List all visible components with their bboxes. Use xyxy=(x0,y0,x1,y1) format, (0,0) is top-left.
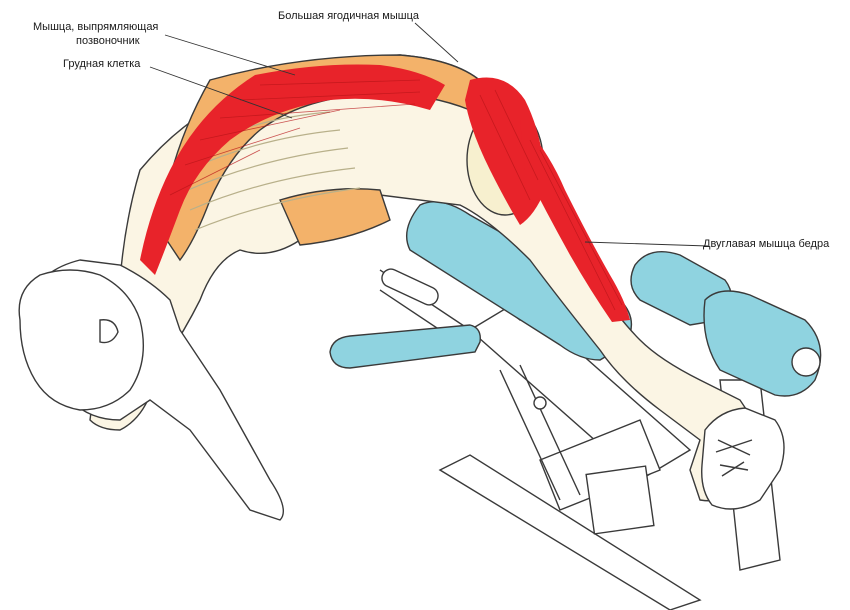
erector-callout-line xyxy=(164,34,296,76)
head xyxy=(18,269,145,411)
hamstring-label: Двуглавая мышца бедра xyxy=(703,238,830,250)
muscles xyxy=(140,64,630,322)
gluteus-maximus-muscle xyxy=(465,77,545,225)
ear xyxy=(99,319,119,344)
muscle-fibers xyxy=(169,79,623,311)
callout-lines xyxy=(149,22,709,247)
erector-label-line1: Мышца, выпрямляющая xyxy=(33,21,159,33)
pelvis-overlay xyxy=(279,188,391,246)
shoe-laces xyxy=(715,439,753,477)
gluteus-label: Большая ягодичная мышца xyxy=(278,10,420,22)
rib-callout-line xyxy=(149,66,293,119)
hamstring-callout-line xyxy=(584,241,709,247)
erector-spinae-muscle xyxy=(140,64,445,275)
gluteus-callout-line xyxy=(414,22,459,63)
bench-pads xyxy=(329,201,822,397)
ankle-pad-cap xyxy=(791,347,821,377)
erector-label-line2: позвоночник xyxy=(76,35,140,47)
handle-bar xyxy=(329,324,481,369)
rib-cage-label: Грудная клетка xyxy=(63,58,141,70)
shoe xyxy=(701,407,785,510)
hamstring-muscle xyxy=(520,120,630,322)
ankle-pad-lower xyxy=(703,290,822,397)
